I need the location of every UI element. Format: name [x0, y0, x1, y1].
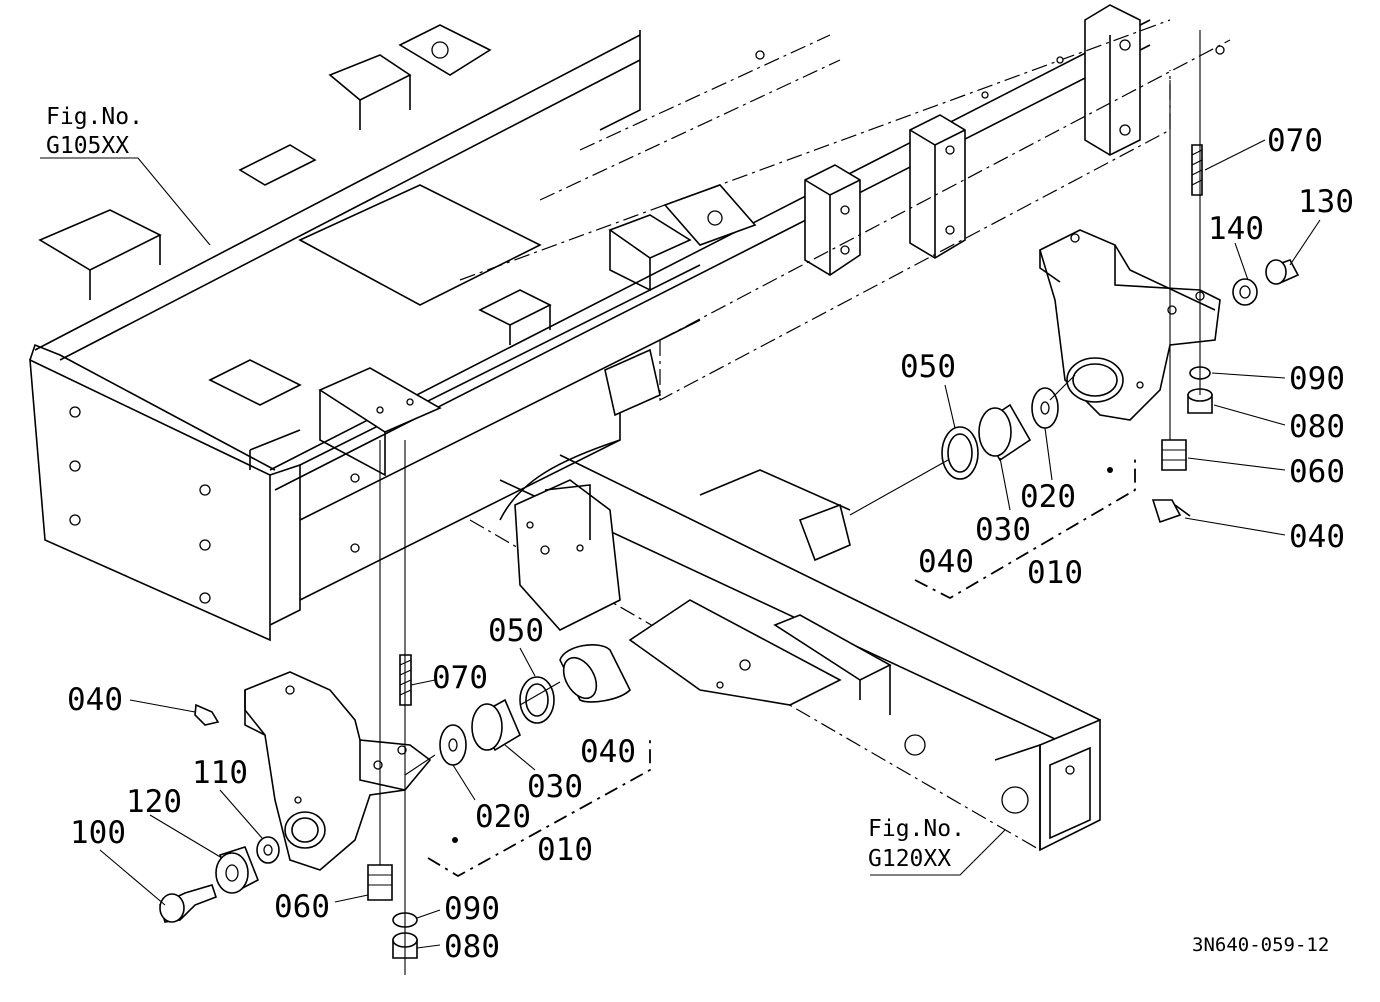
callout-090: 090 — [1289, 361, 1345, 397]
fig-ref-top-line1: Fig.No. — [46, 104, 143, 130]
figure-reference-bottom: Fig.No. G120XX — [868, 816, 965, 872]
callout-140: 140 — [1208, 211, 1264, 247]
figure-reference-top: Fig.No. G105XX — [46, 104, 143, 159]
fig-ref-bottom-line1: Fig.No. — [868, 816, 965, 842]
callout-070: 070 — [1267, 123, 1323, 159]
callout-080: 080 — [444, 929, 500, 965]
callout-040-assembly: 040 — [918, 544, 974, 580]
drawing-number: 3N640-059-12 — [1192, 934, 1329, 956]
callout-080: 080 — [1289, 409, 1345, 445]
callout-060: 060 — [274, 889, 330, 925]
callout-110: 110 — [192, 755, 248, 791]
callout-050: 050 — [488, 613, 544, 649]
leader-lines — [40, 139, 1321, 949]
fig-ref-bottom-line2: G120XX — [868, 846, 951, 872]
callout-040-assembly: 040 — [580, 734, 636, 770]
right-bracket-assembly — [849, 30, 1300, 600]
callout-030: 030 — [975, 512, 1031, 548]
callout-020: 020 — [1020, 479, 1076, 515]
callout-010: 010 — [537, 832, 593, 868]
fig-ref-top-line2: G105XX — [46, 133, 129, 159]
callout-050: 050 — [900, 349, 956, 385]
callout-100: 100 — [70, 815, 126, 851]
callout-090: 090 — [444, 891, 500, 927]
callout-030: 030 — [527, 769, 583, 805]
upper-frame-assembly — [29, 4, 1231, 642]
left-bracket-assembly — [159, 440, 651, 975]
callout-120: 120 — [126, 784, 182, 820]
callout-070: 070 — [432, 660, 488, 696]
callouts-left-assembly: 040 070 050 040 110 120 100 020 030 010 … — [67, 613, 636, 965]
callout-040: 040 — [67, 682, 123, 718]
callout-060: 060 — [1289, 454, 1345, 490]
lower-frame-assembly — [469, 454, 1101, 852]
callouts-right-assembly: 070 130 140 090 080 060 040 050 020 030 … — [900, 123, 1354, 591]
callout-010: 010 — [1027, 555, 1083, 591]
callout-040: 040 — [1289, 519, 1345, 555]
callout-020: 020 — [475, 799, 531, 835]
callout-130: 130 — [1298, 184, 1354, 220]
